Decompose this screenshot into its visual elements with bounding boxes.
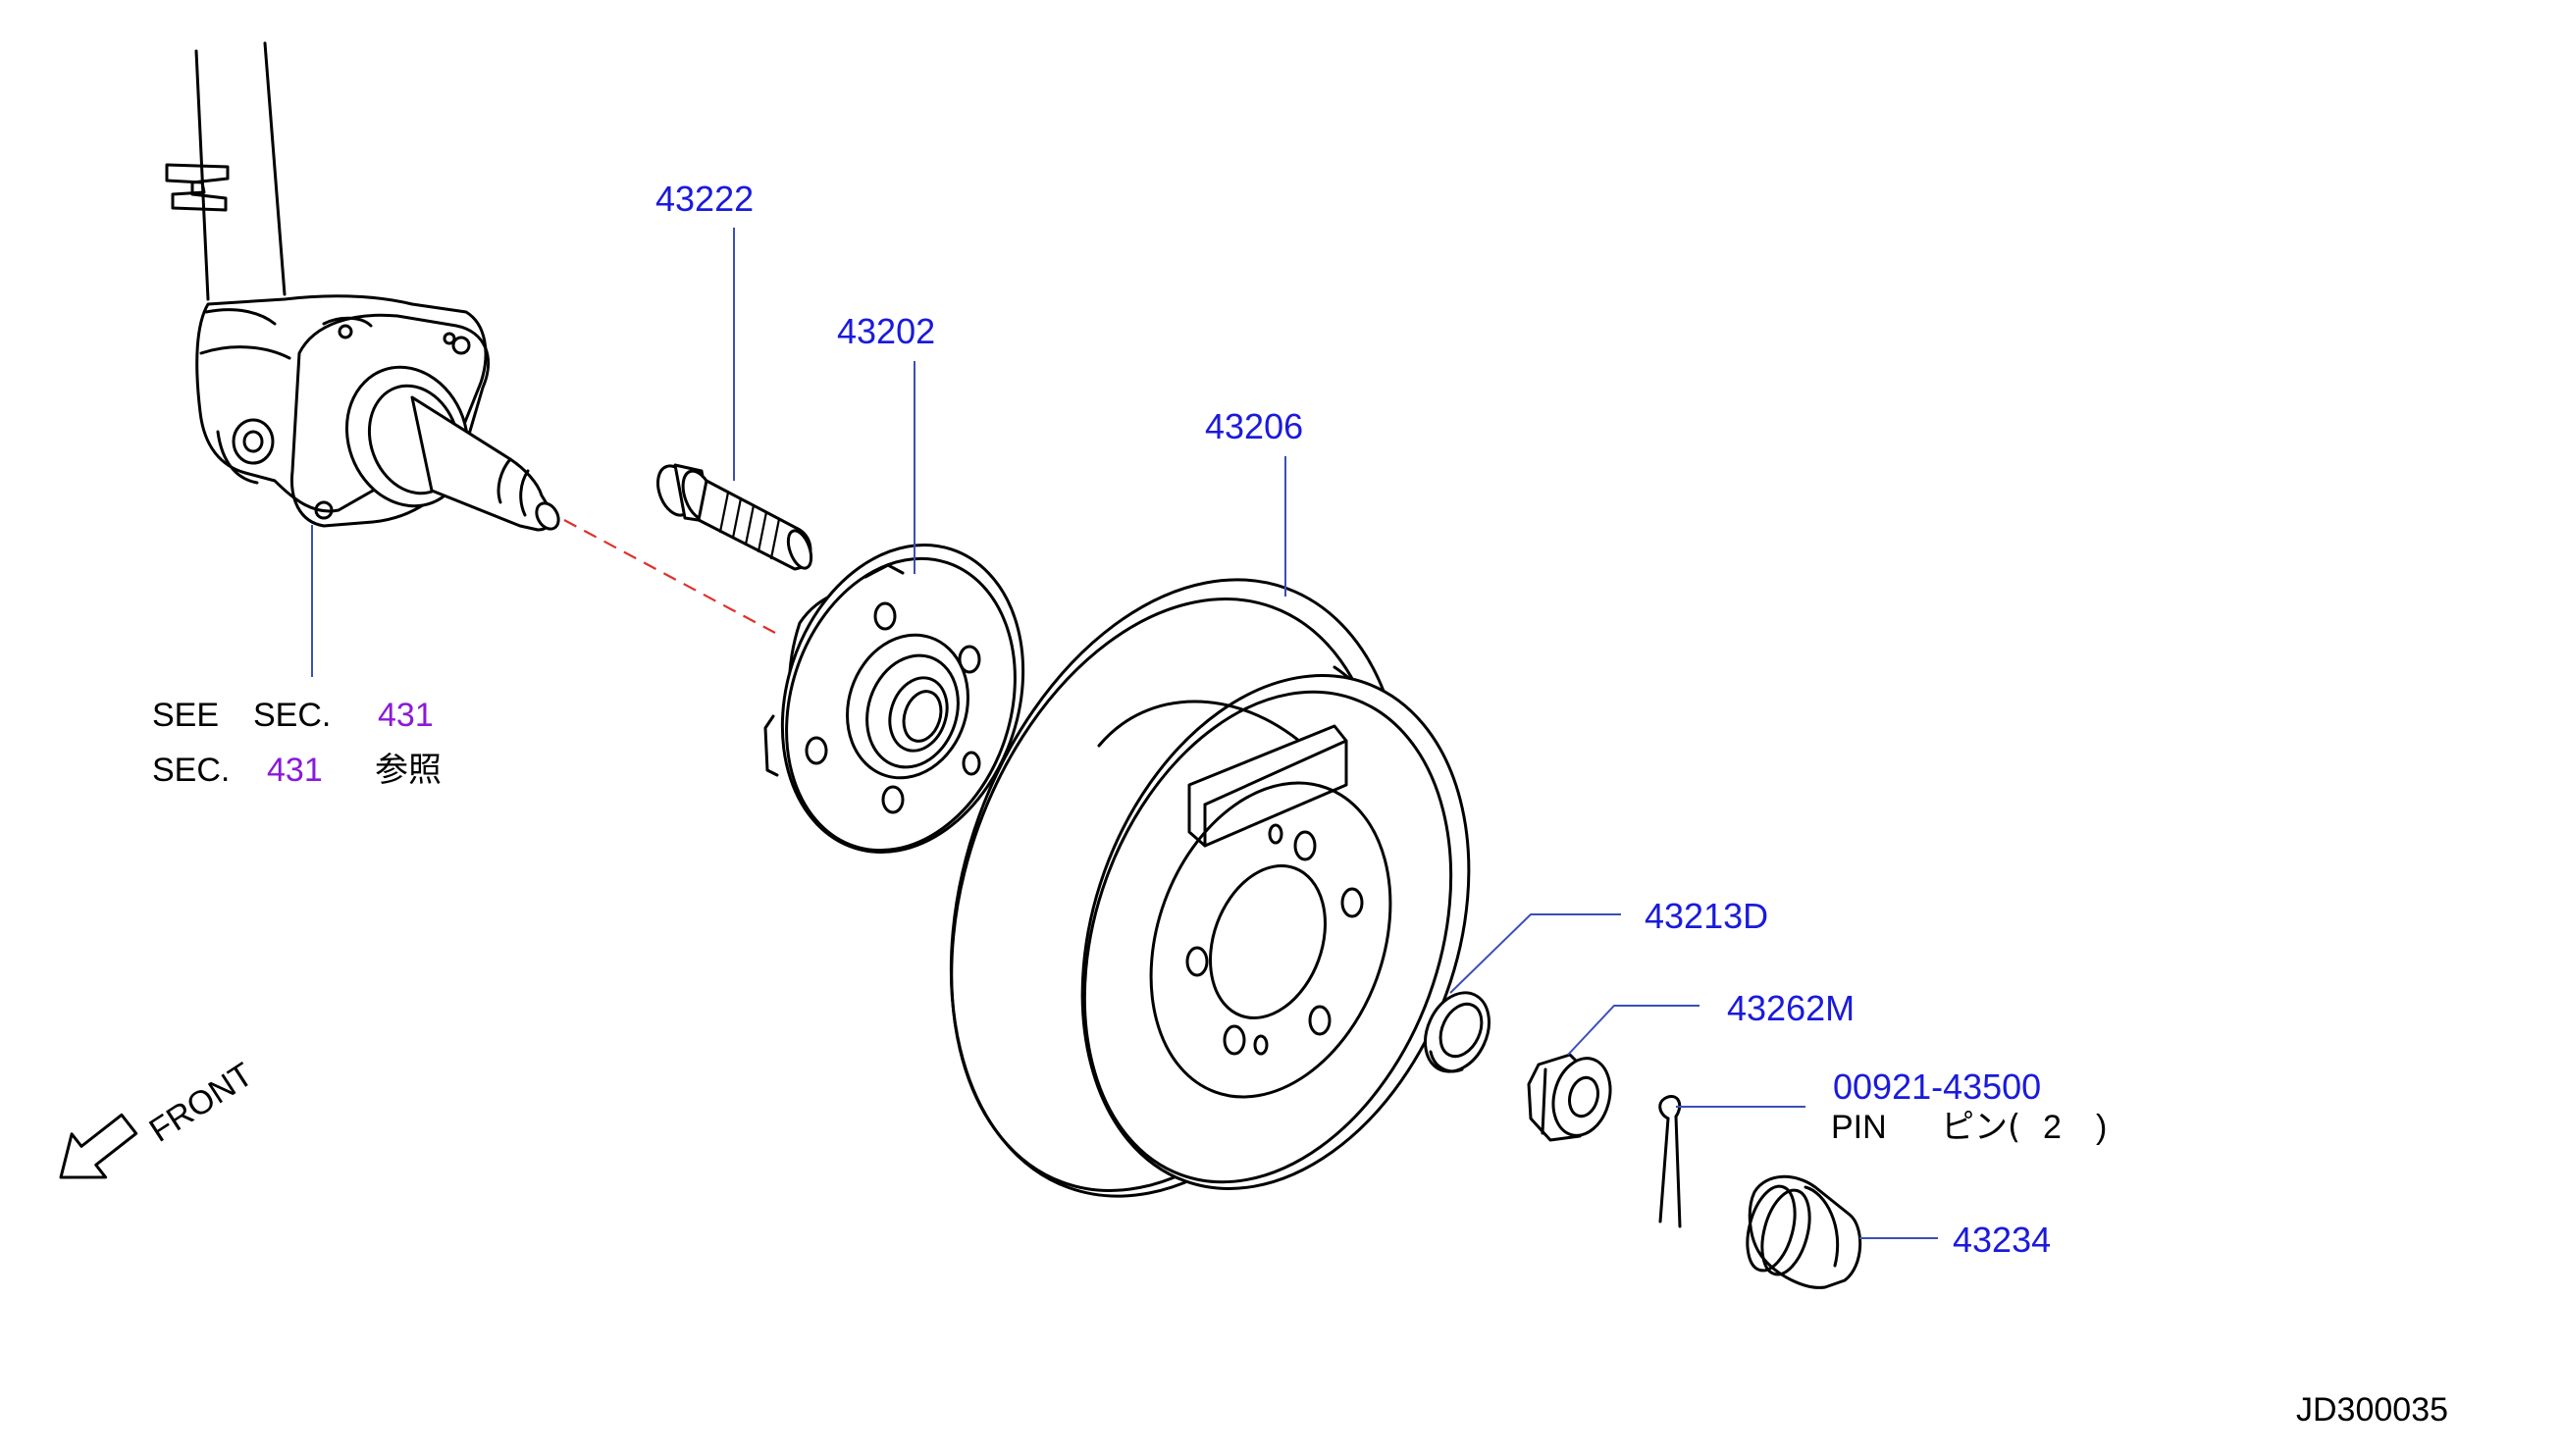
pin-close-paren: ) xyxy=(2096,1109,2107,1146)
front-label: FRONT xyxy=(143,1056,260,1150)
see-label: SEE xyxy=(152,697,219,734)
part-number-cap[interactable]: 43234 xyxy=(1953,1220,2051,1260)
part-number-pin[interactable]: 00921-43500 xyxy=(1833,1066,2041,1107)
pin-japanese-label: ピン( xyxy=(1941,1108,2020,1147)
diagram-code: JD300035 xyxy=(2296,1391,2448,1429)
part-number-washer[interactable]: 43213D xyxy=(1645,896,1768,936)
pin-label: PIN xyxy=(1831,1109,1887,1146)
part-number-nut[interactable]: 43262M xyxy=(1727,988,1855,1028)
cotter-pin-drawing xyxy=(1658,1095,1682,1228)
pin-quantity: 2 xyxy=(2043,1109,2062,1146)
part-number-drum[interactable]: 43206 xyxy=(1205,406,1303,446)
reference-japanese-label: 参照 xyxy=(375,751,442,790)
brake-drum-drawing xyxy=(949,578,1471,1198)
see-sec-label: SEC. xyxy=(253,697,331,734)
sec-label-jp-line: SEC. xyxy=(152,752,230,789)
nut-drawing xyxy=(1527,1053,1612,1142)
section-link-431-jp[interactable]: 431 xyxy=(267,752,323,789)
part-number-bolt[interactable]: 43222 xyxy=(655,179,754,219)
steering-knuckle-drawing xyxy=(165,41,560,532)
axle-centerline xyxy=(563,519,776,634)
hub-bolt-drawing xyxy=(656,463,813,571)
front-arrow-icon xyxy=(59,1113,138,1179)
leader-lines xyxy=(311,228,1938,1239)
part-number-hub[interactable]: 43202 xyxy=(837,311,935,351)
hub-cap-drawing xyxy=(1746,1174,1862,1289)
wheel-hub-drawing xyxy=(763,544,1025,854)
section-link-431[interactable]: 431 xyxy=(378,697,434,734)
washer-drawing xyxy=(1424,991,1490,1073)
